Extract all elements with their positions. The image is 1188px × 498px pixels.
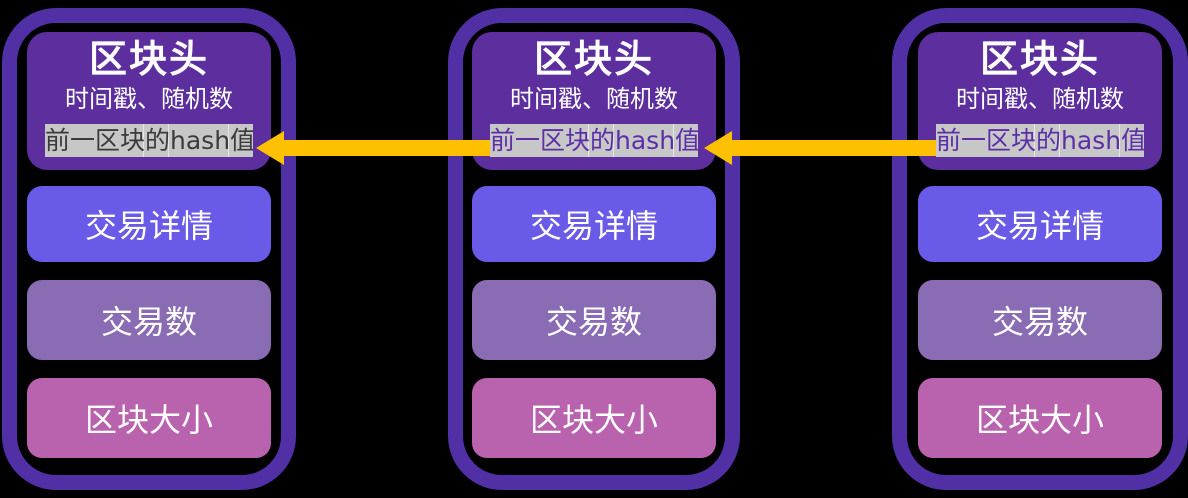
block-1-transaction-count-box: 交易数: [27, 280, 271, 360]
block-header-subtitle: 时间戳、随机数: [65, 85, 233, 113]
block-header-title: 区块头: [979, 37, 1100, 81]
block-1-block-size-box: 区块大小: [27, 378, 271, 458]
block-2-transaction-count-box: 交易数: [472, 280, 716, 360]
arrow-shaft: [284, 140, 490, 156]
arrow-shaft: [732, 140, 936, 156]
block-3-prev-hash-label: 前一区块的hash值: [936, 124, 1144, 157]
block-header-title: 区块头: [533, 37, 654, 81]
block-3: 区块头 时间戳、随机数 前一区块的hash值 交易详情 交易数 区块大小: [892, 8, 1188, 490]
block-1-header: 区块头 时间戳、随机数 前一区块的hash值: [27, 32, 271, 170]
block-1: 区块头 时间戳、随机数 前一区块的hash值 交易详情 交易数 区块大小: [2, 8, 296, 490]
arrow-left-head-icon: [256, 131, 284, 165]
block-header-subtitle: 时间戳、随机数: [510, 85, 678, 113]
block-2-header: 区块头 时间戳、随机数 前一区块的hash值: [472, 32, 716, 170]
block-3-header: 区块头 时间戳、随机数 前一区块的hash值: [918, 32, 1162, 170]
block-3-block-size-box: 区块大小: [918, 378, 1162, 458]
block-2-prev-hash-label: 前一区块的hash值: [490, 124, 698, 157]
block-header-subtitle: 时间戳、随机数: [956, 85, 1124, 113]
block-header-title: 区块头: [88, 37, 209, 81]
hash-link-arrow-block2-to-block1: [256, 131, 490, 165]
block-2: 区块头 时间戳、随机数 前一区块的hash值 交易详情 交易数 区块大小: [448, 8, 740, 490]
block-3-transaction-details-box: 交易详情: [918, 186, 1162, 262]
block-2-transaction-details-box: 交易详情: [472, 186, 716, 262]
block-1-prev-hash-label: 前一区块的hash值: [45, 124, 253, 157]
arrow-left-head-icon: [704, 131, 732, 165]
block-1-transaction-details-box: 交易详情: [27, 186, 271, 262]
block-2-block-size-box: 区块大小: [472, 378, 716, 458]
hash-link-arrow-block3-to-block2: [704, 131, 936, 165]
block-3-transaction-count-box: 交易数: [918, 280, 1162, 360]
